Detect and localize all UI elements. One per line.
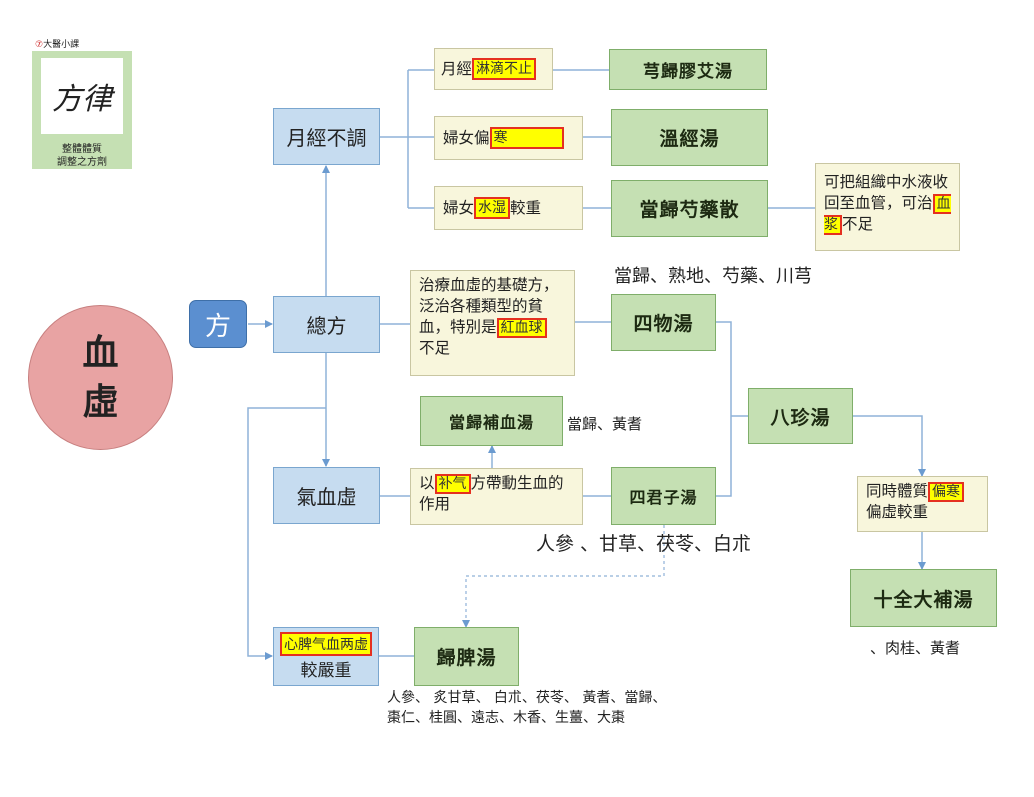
logo: 方律 整體體質 調整之方劑 xyxy=(32,51,132,169)
logo-calligraphy: 方律 xyxy=(41,58,123,134)
ingredients-siwu: 當歸、熟地、芍藥、川芎 xyxy=(614,266,812,287)
note-text: 可把組織中水液收回至血管，可治 xyxy=(824,173,949,212)
formula-xiongguijiaoai: 芎歸膠艾湯 xyxy=(609,49,767,90)
formula-sijunzi: 四君子湯 xyxy=(611,467,716,525)
condition-3-highlight: 水湿 xyxy=(474,196,511,220)
formula-siwu: 四物湯 xyxy=(611,294,716,351)
severe-text: 較嚴重 xyxy=(300,661,352,681)
condition-6-highlight: 偏寒 xyxy=(928,482,965,502)
formula-bazhen: 八珍湯 xyxy=(748,388,853,444)
category-severe: 心脾气血两虚 較嚴重 xyxy=(273,627,379,686)
ingredients-shiquan: 、肉桂、黃耆 xyxy=(870,639,961,657)
note-box: 可把組織中水液收回至血管，可治血浆不足 xyxy=(815,163,960,251)
main-topic-circle: 血 虛 xyxy=(28,305,173,450)
condition-3-text: 婦女 xyxy=(443,198,475,217)
severe-highlight: 心脾气血两虚 xyxy=(280,632,372,656)
condition-2: 婦女偏寒 xyxy=(434,116,583,160)
category-zongfang: 總方 xyxy=(273,296,380,353)
condition-4-text: 治療血虛的基礎方，泛治各種類型的貧血，特別是 xyxy=(419,276,559,336)
condition-6: 同時體質偏寒偏虛較重 xyxy=(857,476,988,532)
logo-caption: ⑦大醫小課 xyxy=(35,40,80,50)
formula-dangguishaoyao: 當歸芍藥散 xyxy=(611,180,768,237)
category-yuejing: 月經不調 xyxy=(273,108,380,165)
condition-2-text: 婦女偏 xyxy=(443,128,490,147)
logo-subtitle-1: 整體體質 xyxy=(62,144,102,155)
formula-wenjing: 溫經湯 xyxy=(611,109,768,166)
formula-dangguibuxue: 當歸補血湯 xyxy=(420,396,563,446)
condition-5: 以补气方帶動生血的作用 xyxy=(410,468,583,525)
condition-2-highlight: 寒 xyxy=(489,126,564,150)
main-topic-line-2: 虛 xyxy=(82,380,119,423)
condition-4-highlight: 紅血球 xyxy=(496,317,547,338)
note-text-post: 不足 xyxy=(842,214,874,233)
condition-1: 月經淋滴不止 xyxy=(434,48,553,90)
logo-mark-icon: ⑦ xyxy=(35,40,44,50)
ingredients-guipi: 人參、 炙甘草、 白朮、茯苓、 黃耆、當歸、棗仁、桂圓、遠志、木香、生薑、大棗 xyxy=(387,690,667,727)
condition-1-highlight: 淋滴不止 xyxy=(472,57,537,81)
condition-6-text: 同時體質 xyxy=(866,482,929,500)
condition-6-text-post: 偏虛較重 xyxy=(866,502,929,521)
condition-3-text-post: 較重 xyxy=(510,198,542,217)
ingredients-sijunzi: 人參 、甘草、茯苓、白朮 xyxy=(536,533,752,555)
condition-5-highlight: 补气 xyxy=(434,474,471,494)
formula-shiquandabu: 十全大補湯 xyxy=(850,569,997,627)
condition-3: 婦女水湿較重 xyxy=(434,186,583,230)
condition-5-text: 以 xyxy=(419,474,435,492)
condition-5-text-post: 方帶動生血的作用 xyxy=(419,474,564,513)
formula-guipi: 歸脾湯 xyxy=(414,627,519,686)
category-qixuexu: 氣血虛 xyxy=(273,467,380,524)
condition-1-text: 月經 xyxy=(441,59,473,78)
ingredients-buxue: 當歸、黃耆 xyxy=(567,415,643,433)
fang-tag: 方 xyxy=(189,300,247,348)
main-topic-line-1: 血 xyxy=(82,331,119,374)
condition-4-text-post: 不足 xyxy=(419,338,451,357)
logo-subtitle-2: 調整之方劑 xyxy=(57,157,107,168)
condition-4: 治療血虛的基礎方，泛治各種類型的貧血，特別是紅血球不足 xyxy=(410,270,575,376)
